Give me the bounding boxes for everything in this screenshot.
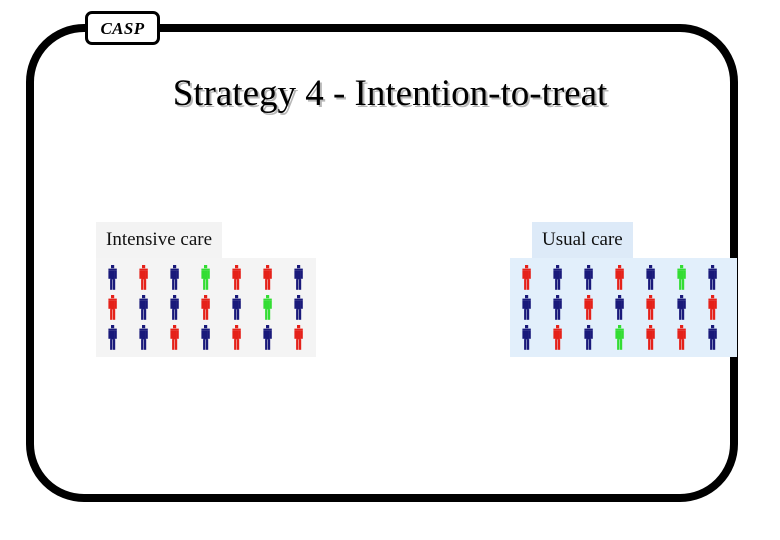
person-icon xyxy=(646,264,655,290)
page-title: Strategy 4 - Intention-to-treat xyxy=(172,73,608,114)
person-cell xyxy=(291,294,306,320)
person-cell xyxy=(229,294,244,320)
person-icon xyxy=(584,264,593,290)
person-cell xyxy=(581,294,596,320)
person-cell xyxy=(581,264,596,290)
person-icon xyxy=(646,324,655,350)
person-cell xyxy=(167,264,182,290)
person-icon xyxy=(263,294,272,320)
person-icon xyxy=(615,294,624,320)
person-cell xyxy=(550,264,565,290)
person-cell xyxy=(291,264,306,290)
person-icon xyxy=(294,294,303,320)
person-cell xyxy=(612,294,627,320)
person-icon xyxy=(615,324,624,350)
person-icon xyxy=(170,264,179,290)
person-icon xyxy=(708,264,717,290)
person-icon xyxy=(232,324,241,350)
person-icon xyxy=(522,294,531,320)
person-cell xyxy=(612,264,627,290)
person-icon xyxy=(108,264,117,290)
person-icon xyxy=(232,264,241,290)
group-intensive-care-label: Intensive care xyxy=(96,222,223,258)
person-cell xyxy=(550,294,565,320)
person-cell xyxy=(229,264,244,290)
person-icon xyxy=(201,324,210,350)
person-cell xyxy=(705,294,720,320)
group-intensive-care: Intensive care xyxy=(96,222,316,357)
person-icon xyxy=(522,264,531,290)
person-icon xyxy=(553,264,562,290)
person-icon xyxy=(553,294,562,320)
person-cell xyxy=(612,324,627,350)
person-icon xyxy=(522,324,531,350)
group-intensive-care-grid xyxy=(96,258,316,357)
person-cell xyxy=(136,264,151,290)
person-icon xyxy=(294,264,303,290)
person-icon xyxy=(677,294,686,320)
person-cell xyxy=(643,324,658,350)
person-icon xyxy=(108,294,117,320)
person-cell xyxy=(198,264,213,290)
casp-logo-label: CASP xyxy=(100,18,145,38)
group-usual-care-label: Usual care xyxy=(532,222,633,258)
person-cell xyxy=(705,324,720,350)
person-cell xyxy=(136,294,151,320)
person-cell xyxy=(643,264,658,290)
person-cell xyxy=(519,294,534,320)
person-cell xyxy=(260,324,275,350)
person-cell xyxy=(229,324,244,350)
person-icon xyxy=(677,324,686,350)
person-icon xyxy=(170,294,179,320)
person-icon xyxy=(170,324,179,350)
person-cell xyxy=(198,324,213,350)
person-icon xyxy=(201,264,210,290)
casp-logo-tab: CASP xyxy=(85,11,160,45)
person-icon xyxy=(553,324,562,350)
person-cell xyxy=(260,264,275,290)
person-cell xyxy=(291,324,306,350)
person-icon xyxy=(201,294,210,320)
person-icon xyxy=(263,324,272,350)
person-cell xyxy=(705,264,720,290)
person-icon xyxy=(139,264,148,290)
person-icon xyxy=(108,324,117,350)
person-icon xyxy=(263,264,272,290)
person-cell xyxy=(260,294,275,320)
person-cell xyxy=(550,324,565,350)
person-cell xyxy=(674,294,689,320)
person-cell xyxy=(519,264,534,290)
person-icon xyxy=(584,324,593,350)
person-icon xyxy=(232,294,241,320)
person-cell xyxy=(105,264,120,290)
person-cell xyxy=(519,324,534,350)
group-usual-care-grid xyxy=(510,258,737,357)
person-icon xyxy=(139,294,148,320)
person-icon xyxy=(708,294,717,320)
person-cell xyxy=(167,294,182,320)
person-cell xyxy=(136,324,151,350)
person-cell xyxy=(105,294,120,320)
person-icon xyxy=(708,324,717,350)
person-icon xyxy=(294,324,303,350)
person-icon xyxy=(677,264,686,290)
person-cell xyxy=(167,324,182,350)
person-cell xyxy=(198,294,213,320)
group-usual-care: Usual care xyxy=(510,222,737,357)
person-cell xyxy=(105,324,120,350)
person-icon xyxy=(615,264,624,290)
person-icon xyxy=(646,294,655,320)
person-cell xyxy=(674,324,689,350)
person-cell xyxy=(643,294,658,320)
person-icon xyxy=(584,294,593,320)
person-cell xyxy=(674,264,689,290)
person-cell xyxy=(581,324,596,350)
person-icon xyxy=(139,324,148,350)
